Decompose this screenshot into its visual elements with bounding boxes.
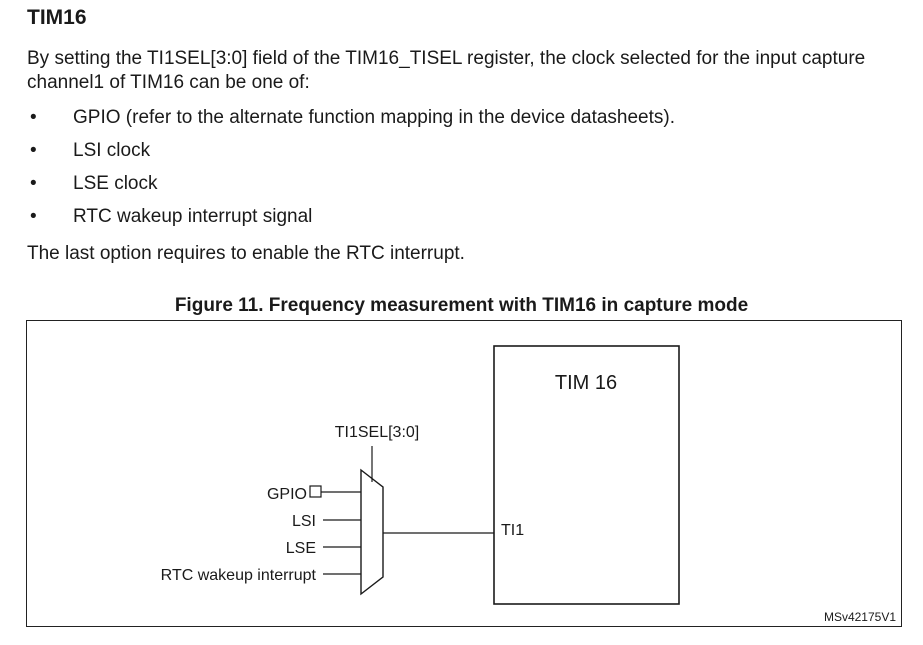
- capture-diagram: TIM 16 TI1SEL[3:0] GPIO LSI LSE RTC wake…: [161, 345, 896, 624]
- list-item-text: LSE clock: [73, 173, 158, 194]
- bullet-icon: •: [30, 173, 37, 194]
- clock-source-list: • GPIO (refer to the alternate function m…: [27, 105, 675, 237]
- bullet-icon: •: [30, 140, 37, 161]
- gpio-pin-icon: [309, 485, 322, 498]
- list-item: • RTC wakeup interrupt signal: [27, 204, 675, 237]
- note-paragraph: The last option requires to enable the R…: [27, 243, 465, 264]
- input-label-gpio: GPIO: [267, 486, 307, 503]
- bullet-icon: •: [30, 107, 37, 128]
- figure-id-code: MSv42175V1: [824, 610, 896, 624]
- tim16-block: [493, 345, 680, 605]
- intro-paragraph: By setting the TI1SEL[3:0] field of the …: [27, 48, 866, 93]
- multiplexer: [360, 468, 384, 596]
- section-title: TIM16: [27, 6, 87, 29]
- figure-frame: TIM 16 TI1SEL[3:0] GPIO LSI LSE RTC wake…: [26, 320, 902, 627]
- tim16-block-label: TIM 16: [555, 372, 617, 394]
- list-item-text: LSI clock: [73, 140, 151, 161]
- list-item: • LSI clock: [27, 138, 675, 171]
- input-label-rtc: RTC wakeup interrupt: [161, 567, 317, 584]
- list-item-text: GPIO (refer to the alternate function ma…: [73, 107, 676, 128]
- ti1sel-label: TI1SEL[3:0]: [335, 424, 420, 441]
- bullet-icon: •: [30, 206, 37, 227]
- input-label-lsi: LSI: [292, 513, 316, 530]
- input-label-lse: LSE: [286, 540, 316, 557]
- list-item-text: RTC wakeup interrupt signal: [73, 206, 313, 227]
- list-item: • LSE clock: [27, 171, 675, 204]
- ti1-input-label: TI1: [501, 522, 524, 539]
- list-item: • GPIO (refer to the alternate function m…: [27, 105, 675, 138]
- figure-caption: Figure 11. Frequency measurement with TI…: [174, 295, 749, 316]
